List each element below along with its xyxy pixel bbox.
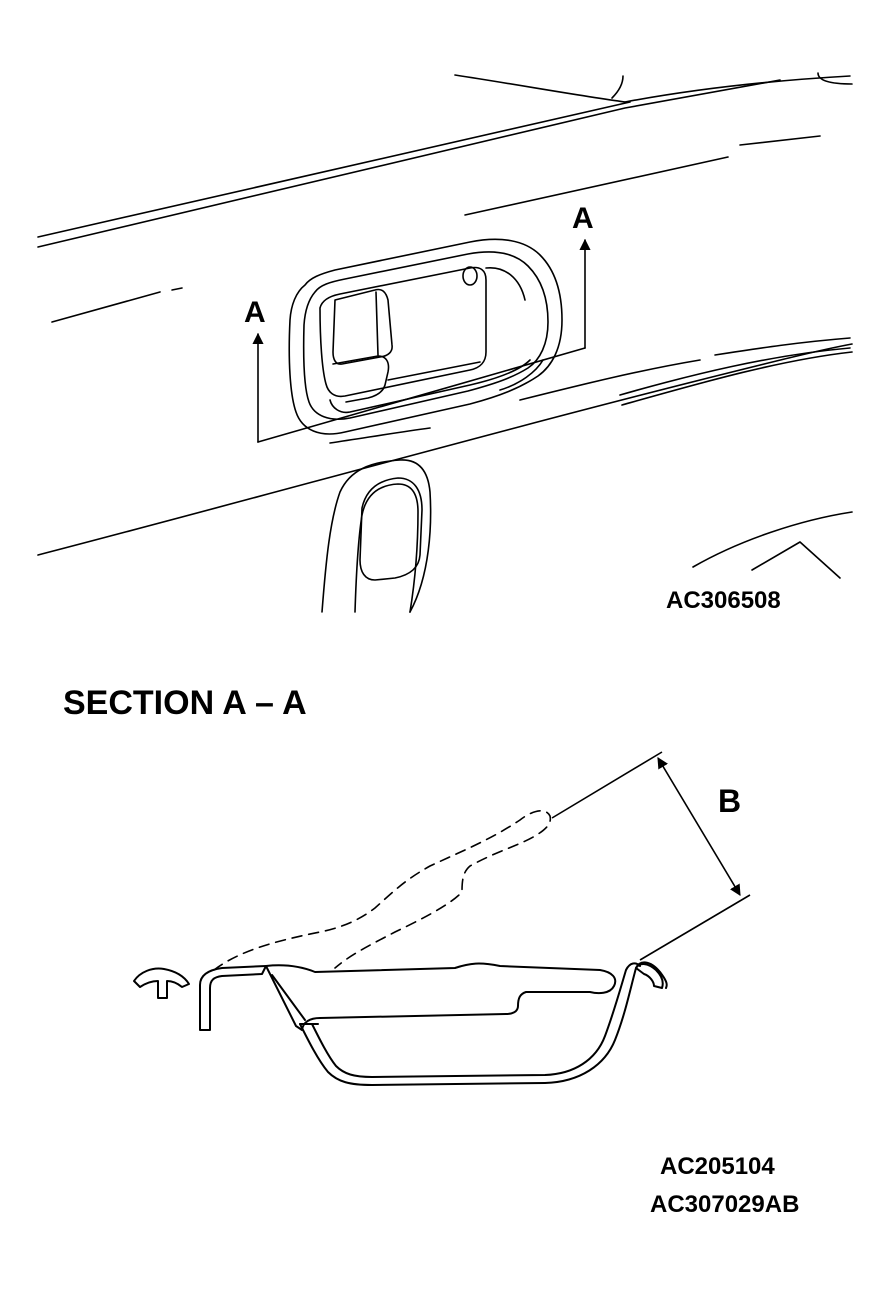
handle-lever-edge [375,291,379,356]
section-marker-right: A [572,202,594,235]
pull-cup-recess [359,477,423,581]
trim-bracket [199,965,267,1031]
armrest-line [714,337,851,356]
pull-cup-outer [321,459,432,613]
handle-recess-floor [329,359,531,414]
extension-line [639,894,751,961]
figure-code-bottom-2: AC307029AB [650,1191,799,1218]
dimension-b [551,751,751,961]
handle-housing-inner [311,962,641,1078]
trim-upper-line [464,156,729,216]
armrest-line [329,427,431,444]
trim-lower-line [692,511,853,568]
trim-upper-line [51,291,161,323]
section-title: SECTION A – A [63,684,307,722]
armrest-line [37,343,853,556]
figure-code-top: AC306508 [666,587,781,614]
trim-lower-line [751,541,841,579]
handle-recess [319,266,487,398]
housing-lip [635,963,664,989]
lever-open-position [213,809,552,971]
window-edge-line [817,72,853,85]
handle-bezel-inner [302,251,549,420]
handle-lever [332,288,393,365]
section-view [133,961,668,1086]
handle-bezel-edge [485,267,526,301]
section-cut-line [257,347,586,443]
screw-hole [462,266,478,286]
handle-bezel-outer [288,238,563,435]
handle-bezel-edge [499,359,544,391]
section-marker-left: A [244,296,266,329]
armrest-line [519,359,701,401]
handle-lever-edge [387,361,481,381]
handle-housing-outer [299,961,668,1086]
trim-clip [133,967,190,999]
armrest-line [621,351,853,406]
trim-upper-line [171,287,183,291]
dimension-line [657,757,741,896]
trim-upper-line [739,135,821,146]
window-edge-line [454,74,626,103]
figure-code-bottom-1: AC205104 [660,1153,775,1180]
trim-upper-line [37,101,631,238]
lever-solid [265,962,617,1031]
armrest-line [619,347,851,396]
dimension-label: B [718,783,741,819]
lever-solid-edge [271,974,306,1021]
window-edge-line [611,75,624,99]
trim-upper-line [37,79,781,248]
window-edge-line [624,75,851,103]
pull-cup-inner [354,483,419,613]
extension-line [551,751,663,819]
door-trim-view [37,72,853,613]
handle-lever-lip [332,355,390,403]
